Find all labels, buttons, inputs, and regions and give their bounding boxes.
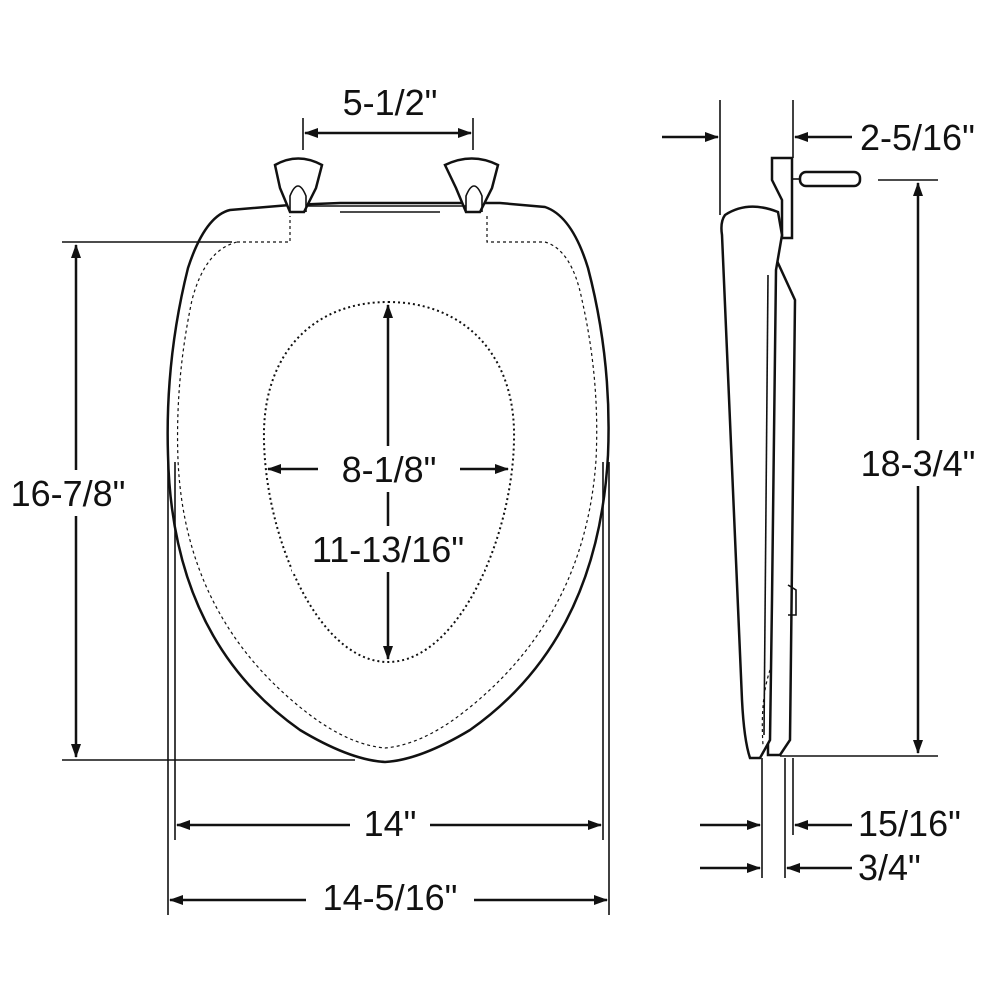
seat-width-label: 14" <box>364 803 417 844</box>
hinge-spacing-label: 5-1/2" <box>343 82 438 123</box>
lid-thickness-label: 3/4" <box>858 847 921 888</box>
side-view: 2-5/16" 18-3/4" 15/16" 3/4" <box>662 100 998 888</box>
left-hinge <box>273 157 324 214</box>
opening-length-label: 11-13/16" <box>312 529 464 570</box>
hinge-post <box>798 170 862 188</box>
seat-inner-edge <box>176 216 598 749</box>
overall-width-label: 14-5/16" <box>323 877 458 918</box>
seat-thickness-label: 15/16" <box>858 803 961 844</box>
hinge-depth-label: 2-5/16" <box>860 117 975 158</box>
opening-width-label: 8-1/8" <box>342 449 437 490</box>
right-hinge <box>443 157 500 214</box>
overall-length-label: 18-3/4" <box>861 443 976 484</box>
front-view: 5-1/2" 16-7/8" 8-1/8" 11-13/16" 14" 14-5… <box>2 82 610 918</box>
seat-opening <box>262 300 516 664</box>
seat-length-label: 16-7/8" <box>11 473 126 514</box>
